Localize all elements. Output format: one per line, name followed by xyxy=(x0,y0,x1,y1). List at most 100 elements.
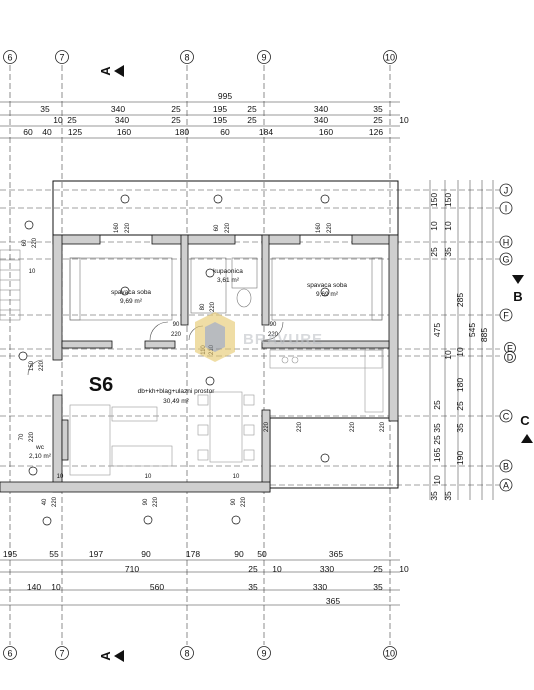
svg-text:195: 195 xyxy=(3,549,17,559)
svg-text:70: 70 xyxy=(19,433,25,440)
svg-text:10: 10 xyxy=(385,649,395,659)
grid-bubble-H: H xyxy=(499,235,513,249)
svg-text:25: 25 xyxy=(67,115,77,125)
svg-text:I: I xyxy=(505,203,508,213)
grid-bubble-7-bottom: 7 xyxy=(55,646,69,660)
top-dimension-row-4: 60 40 125 160 180 60 184 160 126 xyxy=(23,127,383,137)
opening-labels: 60 220 10 160 220 60 220 160 220 80 220 … xyxy=(19,222,386,507)
top-dimension-lines xyxy=(0,101,400,139)
walls xyxy=(0,234,399,493)
svg-text:10: 10 xyxy=(399,564,409,574)
room-bedroom-left: spavaca soba 9,69 m² xyxy=(111,289,151,305)
svg-text:10: 10 xyxy=(53,115,63,125)
svg-text:G: G xyxy=(502,254,509,264)
svg-text:35: 35 xyxy=(432,423,442,433)
svg-text:F: F xyxy=(503,310,509,320)
room-bedroom-right: spavaca soba 9,69 m² xyxy=(307,282,347,298)
svg-text:220: 220 xyxy=(241,496,247,507)
svg-text:885: 885 xyxy=(479,328,489,342)
svg-text:60: 60 xyxy=(220,127,230,137)
svg-text:D: D xyxy=(507,352,514,362)
svg-text:10: 10 xyxy=(29,269,36,275)
svg-text:197: 197 xyxy=(89,549,103,559)
svg-text:50: 50 xyxy=(257,549,267,559)
svg-text:160: 160 xyxy=(117,127,131,137)
svg-text:710: 710 xyxy=(125,564,139,574)
svg-text:285: 285 xyxy=(455,293,465,307)
grid-bubble-8-bottom: 8 xyxy=(180,646,194,660)
svg-text:220: 220 xyxy=(29,431,35,442)
svg-text:220: 220 xyxy=(32,237,38,248)
svg-text:9,69 m²: 9,69 m² xyxy=(316,291,339,298)
svg-text:10: 10 xyxy=(145,474,152,480)
bed-left xyxy=(69,257,173,321)
svg-text:330: 330 xyxy=(313,582,327,592)
svg-text:10: 10 xyxy=(57,474,64,480)
svg-text:340: 340 xyxy=(314,104,328,114)
svg-text:10: 10 xyxy=(455,347,465,357)
grid-bubble-C: C xyxy=(499,409,513,423)
svg-text:220: 220 xyxy=(171,332,182,338)
svg-text:25: 25 xyxy=(171,104,181,114)
svg-text:db+kh+blag+ulazni prostor: db+kh+blag+ulazni prostor xyxy=(138,388,216,395)
svg-text:8: 8 xyxy=(184,649,189,659)
grid-bubble-J: J xyxy=(499,183,513,197)
living-furniture xyxy=(69,391,255,476)
svg-text:B: B xyxy=(513,289,522,304)
svg-text:150: 150 xyxy=(429,193,439,207)
svg-text:3,61 m²: 3,61 m² xyxy=(217,277,240,284)
grid-bubble-8-top: 8 xyxy=(180,50,194,64)
svg-text:220: 220 xyxy=(264,421,270,432)
unit-label: S6 xyxy=(89,374,113,396)
svg-text:10: 10 xyxy=(233,474,240,480)
svg-text:9: 9 xyxy=(261,53,266,63)
svg-text:165: 165 xyxy=(432,448,442,462)
svg-text:10: 10 xyxy=(432,475,442,485)
grid-bubble-6-top: 6 xyxy=(3,50,17,64)
bottom-dimension-row-3: 140 10 560 35 330 35 xyxy=(27,582,383,592)
svg-text:25: 25 xyxy=(373,564,383,574)
svg-text:160: 160 xyxy=(319,127,333,137)
svg-text:220: 220 xyxy=(39,360,45,371)
svg-text:35: 35 xyxy=(455,423,465,433)
svg-text:kupaonica: kupaonica xyxy=(213,268,243,275)
svg-text:8: 8 xyxy=(184,53,189,63)
svg-text:340: 340 xyxy=(111,104,125,114)
svg-text:35: 35 xyxy=(248,582,258,592)
grid-bubble-A: A xyxy=(499,478,513,492)
room-living: db+kh+blag+ulazni prostor 30,49 m² xyxy=(138,388,216,405)
section-marker-b: B xyxy=(512,275,524,304)
svg-text:90: 90 xyxy=(231,498,237,505)
svg-text:35: 35 xyxy=(373,582,383,592)
section-marker-top: A xyxy=(98,65,124,77)
right-dimension-col-1: 150 10 25 35 xyxy=(429,193,439,501)
svg-text:10: 10 xyxy=(272,564,282,574)
svg-text:35: 35 xyxy=(429,491,439,501)
watermark: BRAVURE xyxy=(195,312,322,362)
svg-text:90: 90 xyxy=(234,549,244,559)
bottom-dimension-row-4: 365 xyxy=(326,596,340,606)
svg-text:10: 10 xyxy=(51,582,61,592)
fixture-markers xyxy=(18,194,330,526)
right-dimension-col-6: 885 xyxy=(479,328,489,342)
svg-text:365: 365 xyxy=(329,549,343,559)
svg-text:220: 220 xyxy=(327,222,333,233)
svg-text:330: 330 xyxy=(320,564,334,574)
svg-text:126: 126 xyxy=(369,127,383,137)
top-dimension-row-2: 35 340 25 195 25 340 35 xyxy=(40,104,383,114)
svg-text:A: A xyxy=(503,480,509,490)
bathroom-fixtures xyxy=(190,257,258,314)
svg-text:55: 55 xyxy=(49,549,59,559)
svg-text:10: 10 xyxy=(443,350,453,360)
svg-text:340: 340 xyxy=(314,115,328,125)
grid-bubble-I: I xyxy=(499,201,513,215)
svg-text:220: 220 xyxy=(268,332,279,338)
svg-text:60: 60 xyxy=(214,224,220,231)
svg-text:80: 80 xyxy=(200,303,206,310)
svg-text:6: 6 xyxy=(7,649,12,659)
svg-text:180: 180 xyxy=(175,127,189,137)
svg-text:10: 10 xyxy=(429,221,439,231)
right-dimension-col-2: 150 10 35 xyxy=(443,193,453,257)
svg-text:6: 6 xyxy=(7,53,12,63)
